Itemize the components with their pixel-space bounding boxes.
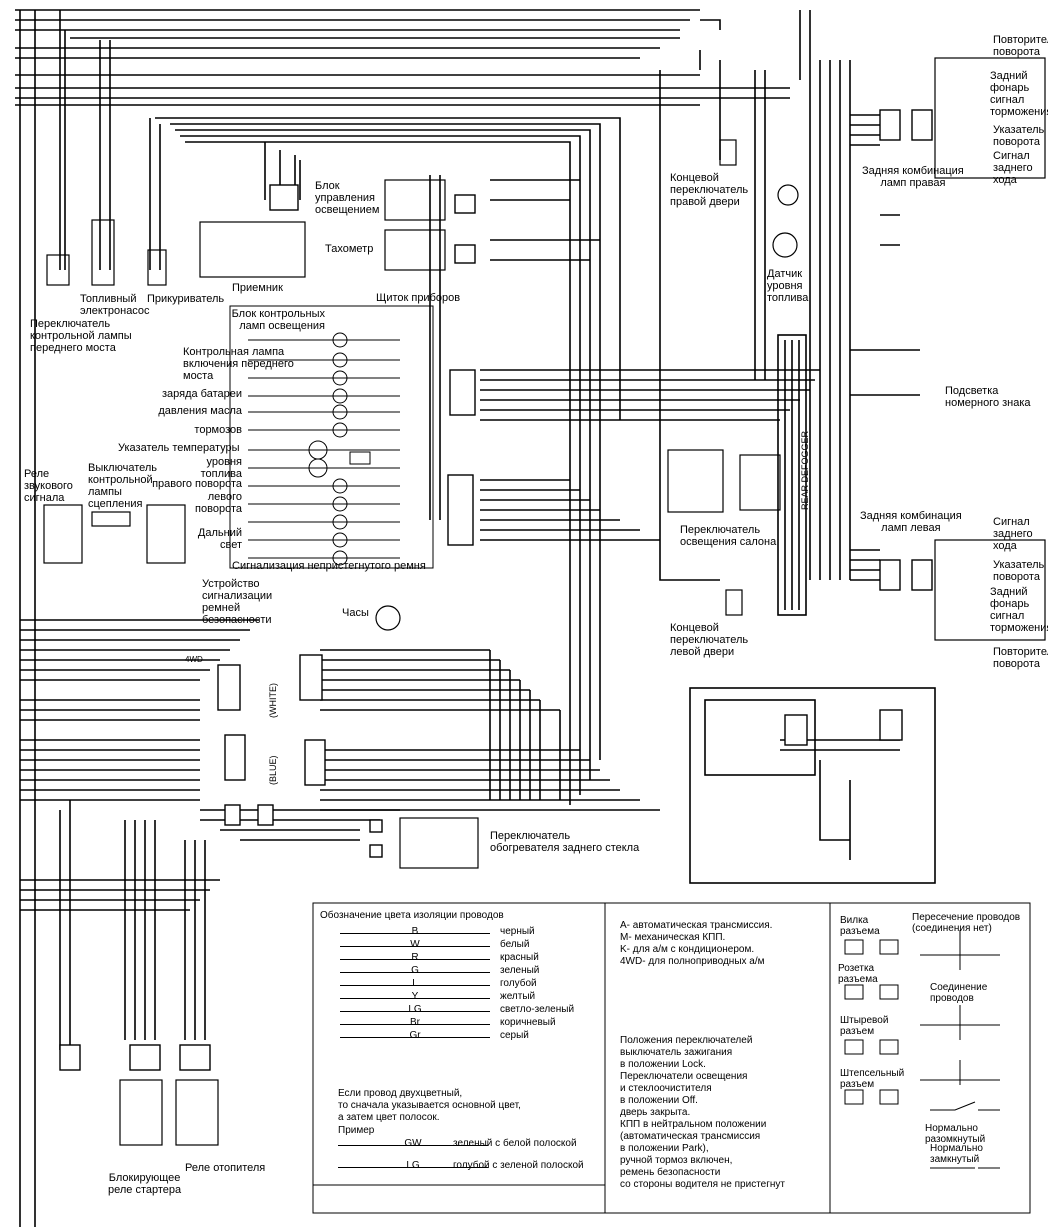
- fuel-level-label: уровня топлива: [200, 456, 242, 480]
- turn-indicator-left-label: Указатель поворота: [993, 559, 1045, 583]
- fuel-pump-label: Топливный электронасос: [80, 293, 150, 317]
- license-plate-light-label: Подсветка номерного знака: [945, 385, 1031, 409]
- right-turn-label: правого поворота: [152, 478, 242, 490]
- blade-connector-label: Штепсельный разъем: [840, 1068, 905, 1090]
- 4wd-tag: 4WD: [185, 655, 203, 664]
- switch-positions-text: Положения переключателей выключатель заж…: [620, 1035, 785, 1190]
- turn-repeater-top-label: Повторитель поворота: [993, 34, 1048, 58]
- interior-light-switch-label: Переключатель освещения салона: [680, 524, 777, 548]
- battery-charge-label: заряда батареи: [161, 388, 242, 400]
- plug-label: Вилка разъема: [840, 915, 880, 937]
- cigarette-lighter-label: Прикуриватель: [147, 293, 225, 305]
- connectors: [59, 109, 933, 1071]
- instrument-panel-label: Щиток приборов: [376, 292, 461, 304]
- abbreviations-text: A- автоматическая трансмиссия. M- механи…: [620, 920, 773, 967]
- front-axle-switch-label: Переключатель контрольной лампы переднег…: [30, 318, 132, 354]
- seatbelt-warning-label: Сигнализация непристегнутого ремня: [232, 560, 426, 572]
- receiver-label: Приемник: [232, 282, 283, 294]
- example-label: Пример: [338, 1125, 375, 1136]
- rear-combo-left-label: Задняя комбинация ламп левая: [860, 510, 962, 534]
- rear-lamp-right-label: Задний фонарь сигнал торможения: [990, 70, 1048, 118]
- fuel-level-sensor-label: Датчик уровня топлива: [767, 268, 809, 304]
- socket-label: Розетка разъема: [838, 963, 878, 985]
- component-boxes: [43, 57, 1046, 1146]
- lighting-control-unit-label: Блок управления освещением: [315, 180, 380, 216]
- horn-relay-label: Реле звукового сигнала: [24, 468, 73, 504]
- rear-combo-right-label: Задняя комбинация ламп правая: [862, 165, 964, 189]
- rear-defogger-text: REAR DEFOGGER: [800, 430, 810, 510]
- tachometer-label: Тахометр: [325, 243, 374, 255]
- normally-open-label: Нормально разомкнутый: [925, 1123, 986, 1145]
- white-connector-tag: (WHITE): [268, 683, 278, 718]
- turn-repeater-bottom-label: Повторитель поворота: [993, 646, 1048, 670]
- legend-title: Обозначение цвета изоляции проводов: [320, 910, 504, 921]
- starter-lock-relay-label: Блокирующее реле стартера: [108, 1172, 182, 1196]
- high-beam-label: Дальний свет: [197, 527, 242, 551]
- reverse-signal-right-label: Сигнал заднего хода: [993, 150, 1033, 186]
- legend-frame: [312, 902, 1031, 1214]
- rear-defogger-switch-label: Переключатель обогревателя заднего стекл…: [490, 830, 640, 854]
- instrument-lamps: [248, 332, 400, 566]
- two-color-note: Если провод двухцветный, то сначала указ…: [338, 1088, 521, 1123]
- oil-pressure-label: давления масла: [158, 405, 242, 417]
- symbol-drawings: [844, 930, 1000, 1169]
- seatbelt-device-label: Устройство сигнализации ремней безопасно…: [202, 578, 273, 626]
- main-harness: [15, 9, 936, 1227]
- brakes-label: тормозов: [194, 424, 242, 436]
- heater-relay-label: Реле отопителя: [185, 1162, 266, 1174]
- temp-indicator-label: Указатель температуры: [118, 442, 240, 454]
- blue-connector-tag: (BLUE): [268, 755, 278, 785]
- reverse-signal-left-label: Сигнал заднего хода: [993, 516, 1033, 552]
- left-turn-label: левого поворота: [195, 491, 242, 515]
- instrument-panel-frame: [229, 305, 434, 569]
- pin-connector-label: Штыревой разъем: [840, 1015, 889, 1037]
- right-door-switch-label: Концевой переключатель правой двери: [670, 172, 749, 208]
- crossing-label: Пересечение проводов (соединения нет): [912, 912, 1021, 934]
- left-door-switch-label: Концевой переключатель левой двери: [670, 622, 749, 658]
- clock-label: Часы: [342, 607, 369, 619]
- front-axle-lamp-label: Контрольная лампа включения переднего мо…: [183, 346, 294, 382]
- clutch-lamp-switch-label: Выключатель контрольной лампы сцепления: [88, 462, 158, 510]
- connection-label: Соединение проводов: [930, 982, 988, 1004]
- rear-lamp-left-label: Задний фонарь сигнал торможения: [990, 586, 1048, 634]
- normally-closed-label: Нормально замкнутый: [930, 1143, 983, 1165]
- turn-indicator-right-label: Указатель поворота: [993, 124, 1045, 148]
- warning-lamp-block-label: Блок контрольных ламп освещения: [231, 308, 325, 332]
